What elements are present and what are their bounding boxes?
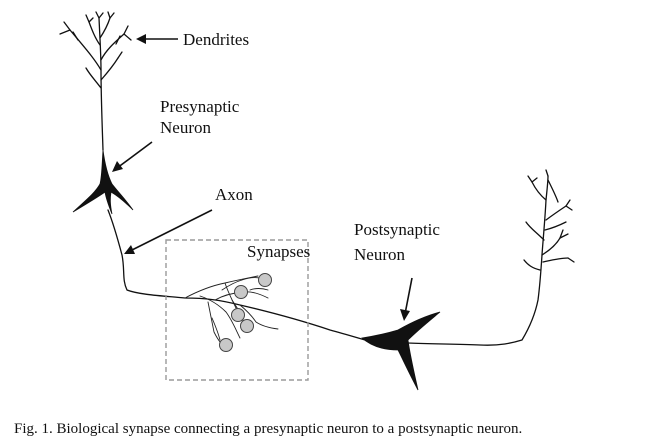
synaptic-bulbs: [219, 273, 272, 352]
postsynaptic-label-line1: Postsynaptic: [354, 220, 440, 239]
dendrites-arrow: [136, 34, 178, 44]
postsynaptic-label-line2: Neuron: [354, 245, 405, 264]
synapses-highlight-box: [165, 239, 309, 381]
postsynaptic-soma: [361, 311, 441, 391]
presynaptic-arrow: [112, 141, 153, 172]
synapse-bulb: [234, 285, 248, 299]
presynaptic-dendrites: [59, 11, 132, 151]
synapse-bulb: [231, 308, 245, 322]
synapses-label: Synapses: [247, 242, 310, 261]
postsynaptic-arrow: [400, 277, 413, 321]
axon-label: Axon: [215, 185, 253, 204]
synapse-bulb: [240, 319, 254, 333]
presynaptic-soma: [72, 149, 134, 215]
presynaptic-label-line2: Neuron: [160, 118, 211, 137]
synapse-bulb: [219, 338, 233, 352]
presynaptic-neuron: [59, 11, 373, 343]
dendrites-label: Dendrites: [183, 30, 249, 49]
presynaptic-axon: [107, 209, 373, 343]
synapse-bulb: [258, 273, 272, 287]
axon-arrow: [124, 209, 213, 254]
figure-caption: Fig. 1. Biological synapse connecting a …: [14, 421, 522, 437]
synaptic-terminals: [184, 275, 279, 349]
presynaptic-label-line1: Presynaptic: [160, 97, 240, 116]
postsynaptic-neuron: [361, 169, 575, 391]
